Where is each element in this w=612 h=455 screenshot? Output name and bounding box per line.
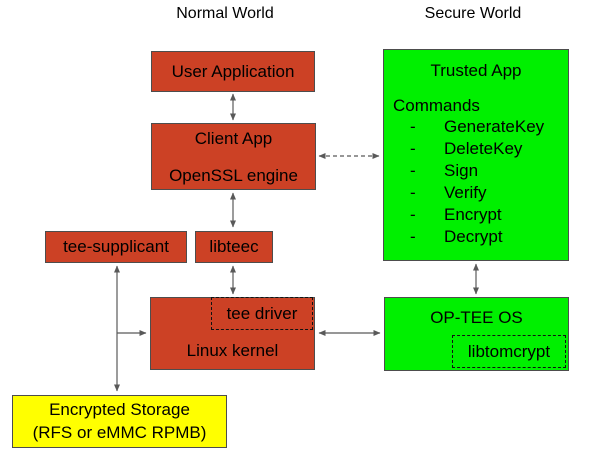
- command-item: - Encrypt: [384, 204, 568, 226]
- bullet-dash: -: [410, 183, 416, 202]
- bullet-dash: -: [410, 227, 416, 246]
- linux-kernel-box: tee driver Linux kernel: [150, 297, 315, 370]
- bullet-dash: -: [410, 161, 416, 180]
- trusted-app-box: Trusted App Commands - GenerateKey - Del…: [383, 49, 569, 261]
- optee-os-label: OP-TEE OS: [430, 308, 523, 327]
- bullet-dash: -: [410, 205, 416, 224]
- command-verify: Verify: [444, 183, 487, 202]
- command-generatekey: GenerateKey: [444, 117, 545, 136]
- encrypted-storage-line2: (RFS or eMMC RPMB): [32, 422, 207, 442]
- tee-driver-label: tee driver: [226, 303, 298, 323]
- linux-kernel-label: Linux kernel: [186, 341, 279, 360]
- normal-world-heading: Normal World: [176, 5, 274, 22]
- command-item: - DeleteKey: [384, 138, 568, 160]
- optee-os-box: OP-TEE OS libtomcrypt: [384, 297, 569, 371]
- libtomcrypt-box: libtomcrypt: [452, 335, 566, 368]
- user-application-box: User Application: [151, 51, 315, 92]
- libteec-label: libteec: [209, 237, 259, 256]
- libteec-box: libteec: [195, 231, 273, 263]
- tee-supplicant-label: tee-supplicant: [63, 237, 169, 256]
- secure-world-heading: Secure World: [424, 5, 522, 22]
- tee-driver-box: tee driver: [211, 297, 313, 330]
- bullet-dash: -: [410, 117, 416, 136]
- command-item: - Verify: [384, 182, 568, 204]
- command-deletekey: DeleteKey: [444, 139, 523, 158]
- trusted-app-label: Trusted App: [430, 61, 522, 80]
- commands-list: - GenerateKey - DeleteKey - Sign - Verif…: [384, 116, 568, 248]
- libtomcrypt-label: libtomcrypt: [467, 341, 551, 361]
- client-app-box: Client App OpenSSL engine: [151, 123, 316, 190]
- command-item: - Decrypt: [384, 226, 568, 248]
- command-encrypt: Encrypt: [444, 205, 502, 224]
- command-item: - Sign: [384, 160, 568, 182]
- encrypted-storage-line1: Encrypted Storage: [49, 400, 190, 420]
- command-sign: Sign: [444, 161, 479, 180]
- command-item: - GenerateKey: [384, 116, 568, 138]
- encrypted-storage-box: Encrypted Storage (RFS or eMMC RPMB): [12, 395, 227, 448]
- bullet-dash: -: [410, 139, 416, 158]
- client-app-label: Client App: [194, 129, 273, 148]
- commands-label: Commands: [393, 96, 480, 115]
- tee-supplicant-box: tee-supplicant: [45, 231, 187, 263]
- openssl-engine-label: OpenSSL engine: [169, 166, 298, 185]
- command-decrypt: Decrypt: [444, 227, 503, 246]
- user-application-label: User Application: [171, 61, 295, 81]
